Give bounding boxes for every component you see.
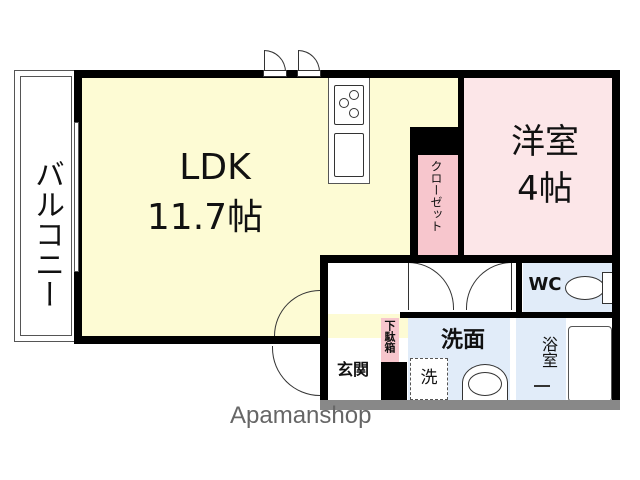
washbasin-bowl (468, 372, 502, 396)
room-entrance (328, 346, 378, 402)
washer-label: 洗 (420, 368, 438, 388)
toilet-icon (565, 276, 605, 300)
balcony: バルコニー (14, 70, 78, 342)
room-western (462, 76, 616, 258)
entrance-label: 玄関 (336, 360, 369, 379)
kitchen-counter (328, 76, 370, 184)
shower-icon (534, 375, 550, 387)
room-closet (418, 155, 458, 255)
shoe-box (381, 318, 399, 362)
balcony-label: バルコニー (29, 159, 64, 309)
washroom-label: 洗面 (440, 328, 485, 353)
top-door-2[interactable] (298, 50, 320, 72)
washer-space (410, 358, 448, 400)
bath-label: 浴室 (539, 336, 558, 368)
sink-icon (334, 133, 364, 177)
top-door-1[interactable] (264, 50, 286, 72)
western-room-size: 4帖 (517, 169, 573, 209)
room-bath (516, 318, 566, 402)
ldk-size: 11.7帖 (146, 197, 264, 238)
bathtub (568, 326, 612, 402)
wc-label: WC (528, 274, 562, 295)
western-room-label: 洋室 (511, 122, 579, 162)
closet-label: クローゼット (429, 160, 443, 232)
closet-block (410, 127, 460, 155)
watermark: Apamanshop (230, 402, 372, 429)
stove-icon (334, 85, 364, 125)
shoe-box-label: 下駄箱 (383, 320, 396, 353)
ldk-label: LDK (179, 147, 251, 188)
balcony-window[interactable] (74, 122, 79, 272)
entrance-door[interactable] (272, 346, 320, 396)
